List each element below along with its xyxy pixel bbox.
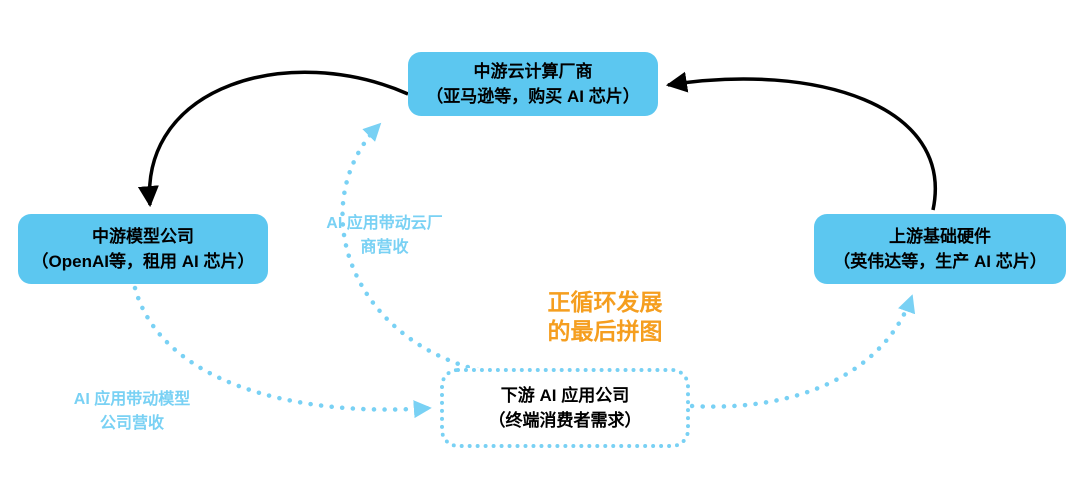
node-cloud-title: 中游云计算厂商 [473,61,593,81]
node-hardware-title: 上游基础硬件 [889,226,991,246]
label-cloud-revenue-line2: 商营收 [360,239,409,256]
node-cloud-vendors: 中游云计算厂商 （亚马逊等，购买 AI 芯片） [408,52,658,116]
node-app-companies: 下游 AI 应用公司 （终端消费者需求） [440,368,690,448]
label-model-revenue-line1: AI 应用带动模型 [73,391,191,408]
node-model-title: 中游模型公司 [92,226,194,246]
arrow-hardware-to-cloud [665,71,937,211]
node-app-subtitle: （终端消费者需求） [488,411,642,430]
label-model-revenue-line2: 公司营收 [99,415,164,432]
node-model-subtitle: （OpenAI等，租用 AI 芯片） [31,252,255,271]
node-hardware-upstream: 上游基础硬件 （英伟达等，生产 AI 芯片） [814,214,1066,284]
node-model-companies: 中游模型公司 （OpenAI等，租用 AI 芯片） [18,214,268,284]
arrow-cloud-to-model [137,70,409,208]
arrow-app-to-hardware [689,293,916,409]
center-note: 正循环发展 的最后拼图 [530,288,680,346]
node-cloud-subtitle: （亚马逊等，购买 AI 芯片） [426,87,640,106]
node-hardware-subtitle: （英伟达等，生产 AI 芯片） [833,252,1047,271]
label-cloud-revenue: AI 应用带动云厂 商营收 [312,212,457,260]
label-cloud-revenue-line1: AI 应用带动云厂 [326,215,443,232]
center-note-line2: 的最后拼图 [547,317,663,344]
label-model-revenue: AI 应用带动模型 公司营收 [52,388,212,436]
center-note-line1: 正循环发展 [547,289,663,315]
node-app-title: 下游 AI 应用公司 [500,385,630,405]
